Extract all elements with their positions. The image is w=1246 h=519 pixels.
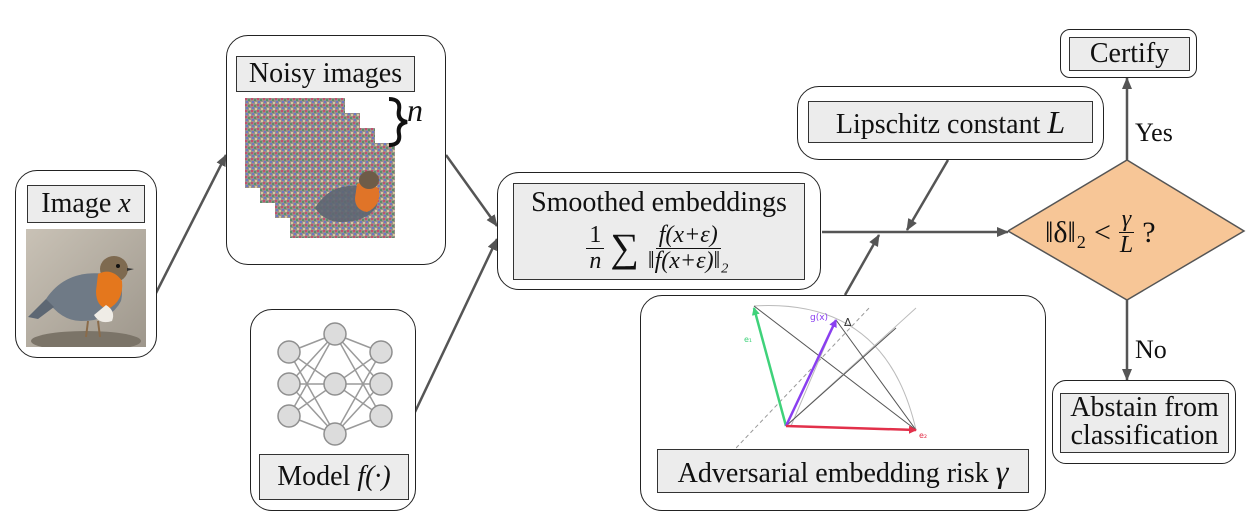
neural-network-icon: [277, 322, 393, 446]
model-node: Model f(·): [250, 309, 416, 511]
image-node: Image x: [15, 170, 157, 358]
edge-label-no: No: [1135, 335, 1167, 364]
vector-e2-label: e₂: [919, 431, 927, 440]
smoothed-embeddings-formula: 1 n ∑ f(x+ε) ‖f(x+ε)‖₂: [586, 221, 731, 274]
edge-noisy-to-smoothed: [444, 154, 499, 227]
smoothed-embeddings-title: Smoothed embeddings: [531, 187, 787, 218]
adversarial-risk-node: g(x) Δ e₁ e₂ Adversarial embedding risk …: [640, 295, 1046, 511]
vector-e1-label: e₁: [744, 335, 752, 344]
noisy-images-stack: [245, 98, 395, 238]
noisy-images-label: Noisy images: [236, 56, 415, 92]
image-label: Image x: [27, 185, 145, 223]
noisy-images-node: Noisy images n: [226, 35, 446, 265]
embedding-geometry-diagram: g(x) Δ e₁ e₂: [736, 305, 927, 449]
vector-g: [784, 319, 838, 427]
smoothed-embeddings-node: Smoothed embeddings 1 n ∑ f(x+ε) ‖f(x+ε)…: [497, 172, 821, 290]
lipschitz-label: Lipschitz constant L: [808, 101, 1093, 143]
abstain-label: Abstain from classification: [1060, 393, 1229, 453]
edge-image-to-noisy: [153, 154, 228, 296]
formula-fraction: f(x+ε) ‖f(x+ε)‖₂: [647, 221, 729, 274]
vector-e2: [785, 424, 917, 434]
edge-risk-to-line: [843, 234, 881, 296]
decision-rhs-fraction: γ L: [1118, 206, 1135, 259]
decision-diamond: [1008, 160, 1246, 301]
vector-g-label: g(x): [810, 313, 828, 323]
decision-condition: ‖δ‖₂ < γ L ?: [1045, 206, 1156, 259]
formula-sum: ∑: [610, 225, 639, 271]
brace-icon: [388, 97, 408, 147]
adversarial-risk-label: Adversarial embedding risk γ: [657, 449, 1029, 493]
smoothed-embeddings-label: Smoothed embeddings 1 n ∑ f(x+ε) ‖f(x+ε)…: [513, 183, 805, 280]
certify-node: Certify: [1060, 29, 1197, 78]
decision-question-mark: ?: [1142, 215, 1156, 249]
sample-count-n: n: [407, 92, 423, 128]
vector-delta-label: Δ: [844, 316, 852, 329]
formula-coefficient: 1 n: [586, 222, 605, 274]
robin-image: [26, 229, 146, 347]
lipschitz-node: Lipschitz constant L: [797, 86, 1104, 160]
vector-e1: [751, 307, 788, 427]
edge-label-yes: Yes: [1135, 118, 1173, 147]
edge-model-to-smoothed: [413, 238, 499, 413]
decision-lhs: ‖δ‖₂ <: [1045, 215, 1111, 249]
abstain-node: Abstain from classification: [1052, 380, 1236, 464]
edge-lipschitz-to-line: [905, 159, 950, 231]
model-label: Model f(·): [259, 454, 409, 500]
certify-label: Certify: [1069, 37, 1190, 71]
